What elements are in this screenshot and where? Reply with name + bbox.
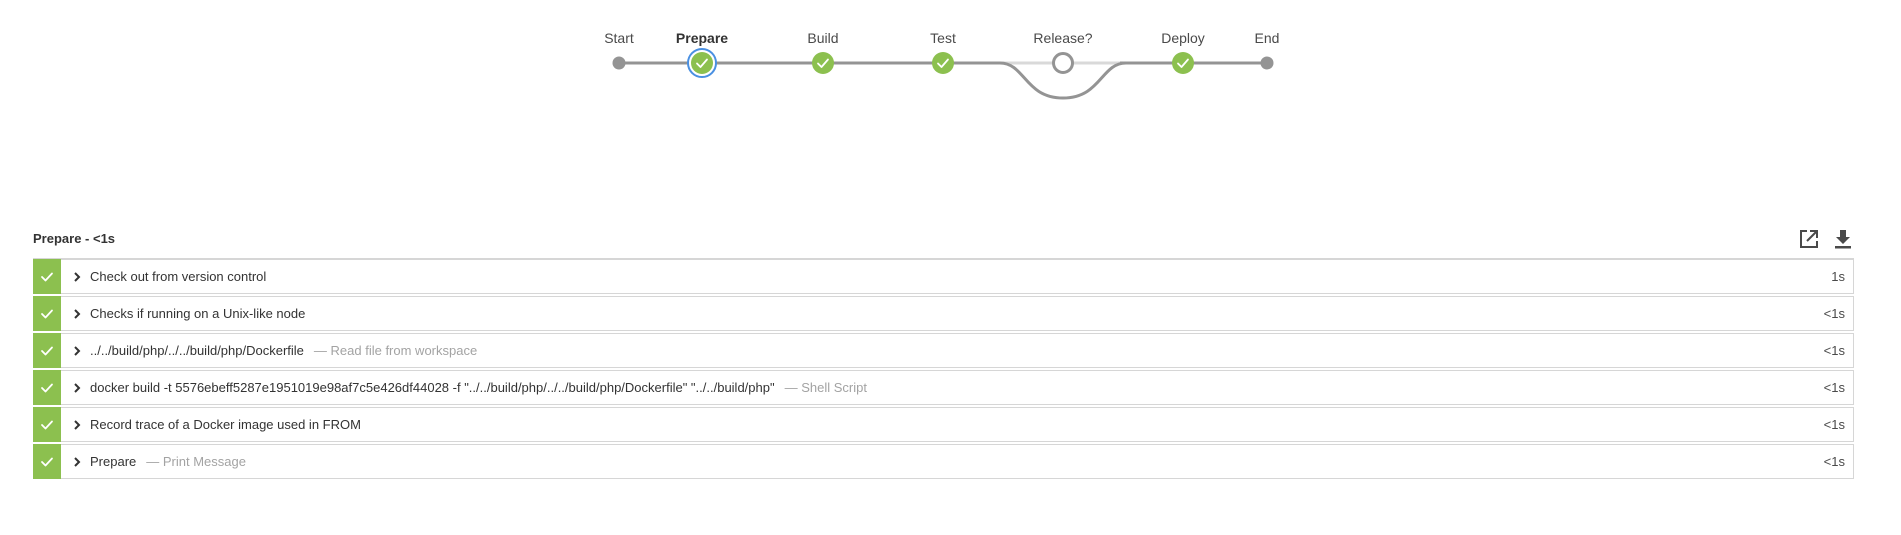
step-status-success xyxy=(33,333,61,368)
chevron-right-icon[interactable] xyxy=(71,419,83,431)
open-external-button[interactable] xyxy=(1798,228,1820,250)
step-status-success xyxy=(33,407,61,442)
stage-label-end: End xyxy=(1255,30,1280,46)
step-title: docker build -t 5576ebeff5287e1951019e98… xyxy=(90,380,775,395)
stage-prepare-status xyxy=(691,52,713,74)
step-duration: <1s xyxy=(1823,306,1845,321)
open-external-icon xyxy=(1800,230,1818,248)
step-title: Checks if running on a Unix-like node xyxy=(90,306,306,321)
step-title: ../../build/php/../../build/php/Dockerfi… xyxy=(90,343,304,358)
step-description: — Read file from workspace xyxy=(313,343,478,358)
check-icon xyxy=(937,58,949,68)
check-icon xyxy=(41,309,53,318)
step-description: — Shell Script xyxy=(784,380,867,395)
step-duration: <1s xyxy=(1823,417,1845,432)
step-row[interactable]: Prepare — Print Message <1s xyxy=(33,444,1854,479)
stage-end[interactable]: End xyxy=(1255,30,1280,70)
step-title: Record trace of a Docker image used in F… xyxy=(90,417,361,432)
panel-stage-name: Prepare xyxy=(33,231,82,246)
check-icon xyxy=(696,58,708,68)
stage-label-deploy: Deploy xyxy=(1161,30,1205,46)
stage-start-node xyxy=(612,56,626,70)
stage-label-build: Build xyxy=(807,30,838,46)
stage-test-status xyxy=(932,52,954,74)
step-row[interactable]: ../../build/php/../../build/php/Dockerfi… xyxy=(33,333,1854,368)
step-duration: 1s xyxy=(1831,269,1845,284)
stage-deploy[interactable]: Deploy xyxy=(1161,30,1205,74)
stage-start[interactable]: Start xyxy=(604,30,634,70)
step-status-success xyxy=(33,370,61,405)
stage-deploy-status xyxy=(1172,52,1194,74)
stage-test[interactable]: Test xyxy=(930,30,956,74)
step-title: Prepare xyxy=(90,454,137,469)
step-duration: <1s xyxy=(1823,343,1845,358)
panel-title-separator: - xyxy=(81,231,93,246)
stage-build-status xyxy=(812,52,834,74)
step-row[interactable]: Record trace of a Docker image used in F… xyxy=(33,407,1854,442)
stage-release-status xyxy=(1052,52,1074,74)
step-duration: <1s xyxy=(1823,454,1845,469)
panel-title: Prepare - <1s xyxy=(33,231,115,246)
step-status-success xyxy=(33,296,61,331)
stage-label-start: Start xyxy=(604,30,634,46)
pipeline-graph: Start Prepare Build Test Release? xyxy=(604,30,1280,100)
download-icon xyxy=(1835,230,1851,249)
stage-steps-panel: Prepare - <1s xyxy=(33,228,1854,479)
panel-stage-duration: <1s xyxy=(92,231,116,246)
stage-label-test: Test xyxy=(930,30,956,46)
chevron-right-icon[interactable] xyxy=(71,308,83,320)
step-row[interactable]: Check out from version control 1s xyxy=(33,259,1854,294)
check-icon xyxy=(817,58,829,68)
chevron-right-icon[interactable] xyxy=(71,456,83,468)
chevron-right-icon[interactable] xyxy=(71,345,83,357)
chevron-right-icon[interactable] xyxy=(71,382,83,394)
stage-release[interactable]: Release? xyxy=(1033,30,1093,74)
stage-end-node xyxy=(1260,56,1274,70)
check-icon xyxy=(41,272,53,281)
step-row[interactable]: docker build -t 5576ebeff5287e1951019e98… xyxy=(33,370,1854,405)
stage-prepare[interactable]: Prepare xyxy=(676,30,728,78)
stage-build[interactable]: Build xyxy=(807,30,839,74)
check-icon xyxy=(41,457,53,466)
step-title: Check out from version control xyxy=(90,269,267,284)
stage-label-prepare: Prepare xyxy=(676,30,728,46)
panel-actions xyxy=(1798,228,1854,250)
check-icon xyxy=(41,383,53,392)
pipeline-bypass-curve xyxy=(999,61,1127,100)
step-duration: <1s xyxy=(1823,380,1845,395)
panel-header: Prepare - <1s xyxy=(33,228,1854,258)
chevron-right-icon[interactable] xyxy=(71,271,83,283)
check-icon xyxy=(1177,58,1189,68)
stage-label-release: Release? xyxy=(1033,30,1092,46)
download-button[interactable] xyxy=(1832,228,1854,250)
step-status-success xyxy=(33,444,61,479)
step-description: — Print Message xyxy=(146,454,246,469)
step-status-success xyxy=(33,259,61,294)
check-icon xyxy=(41,420,53,429)
steps-list: Check out from version control 1s Checks… xyxy=(33,258,1854,479)
check-icon xyxy=(41,346,53,355)
step-row[interactable]: Checks if running on a Unix-like node <1… xyxy=(33,296,1854,331)
